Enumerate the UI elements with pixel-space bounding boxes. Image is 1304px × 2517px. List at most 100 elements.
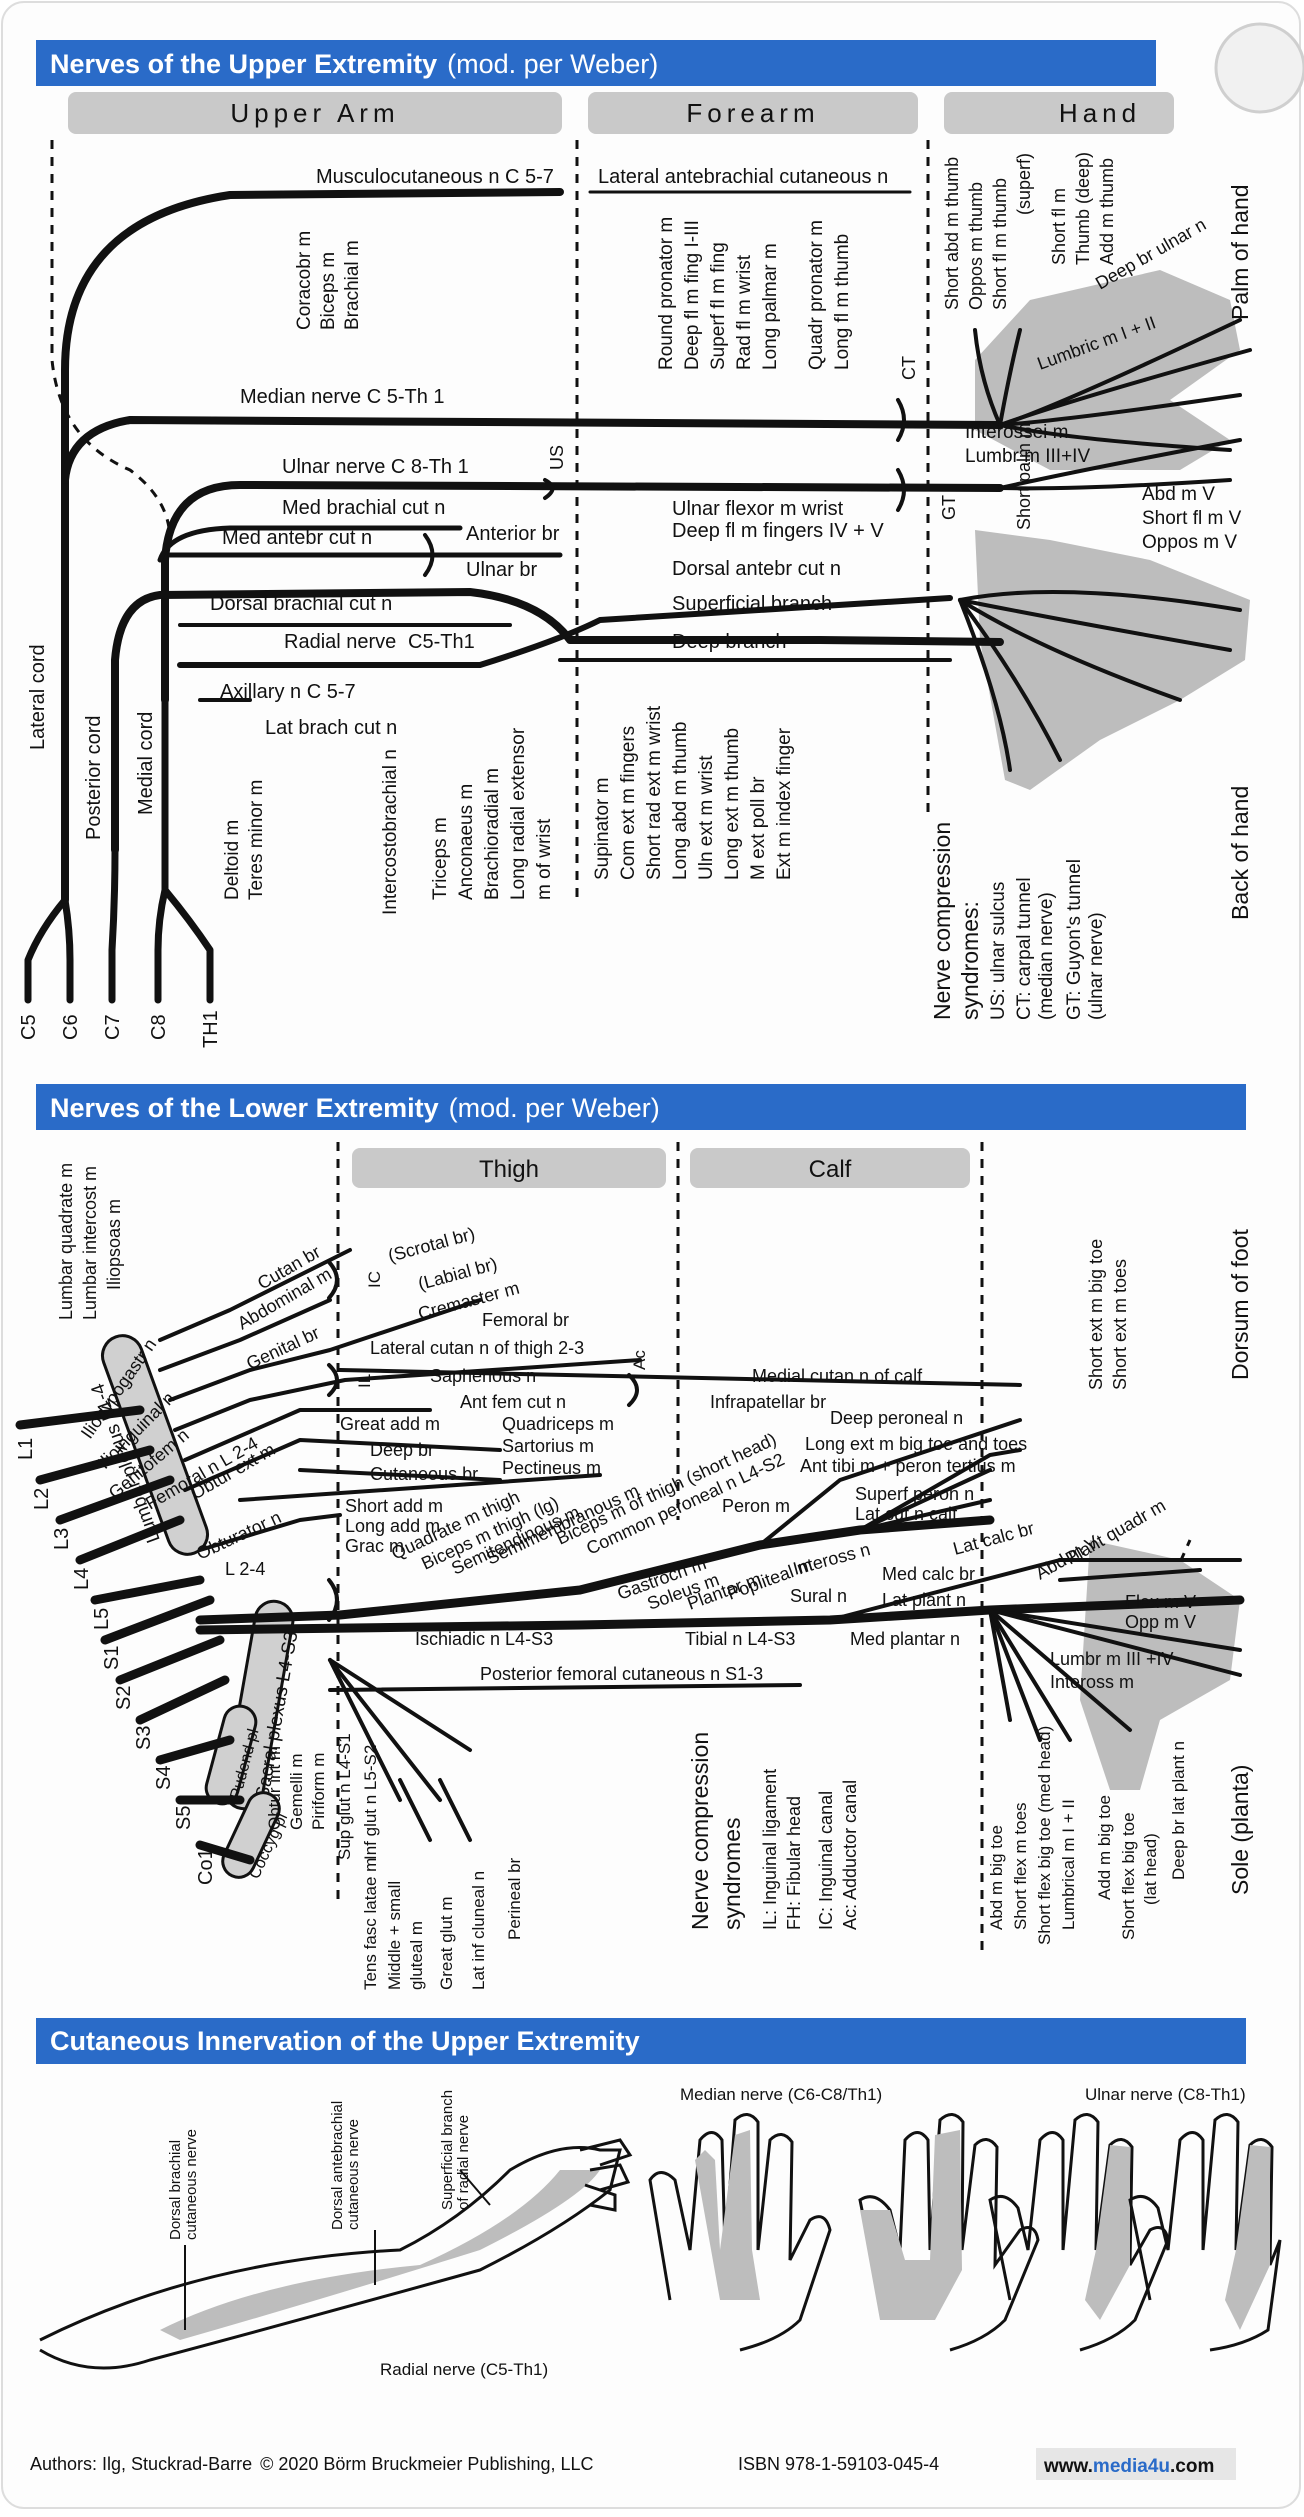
root-th1: TH1 <box>200 1010 222 1048</box>
root-s2: S2 <box>113 1686 135 1710</box>
label-median: Median nerve (C6-C8/Th1) <box>680 2085 882 2104</box>
inf-glut-label: Inf glut n L5-S2 <box>361 1745 380 1860</box>
ct-mark <box>896 398 906 442</box>
medial-cord-label: Medial cord <box>135 712 157 815</box>
deep-fl-fingers-label: Deep fl m fingers IV + V <box>672 520 884 542</box>
root-c6: C6 <box>60 1014 82 1040</box>
footer-url-prefix: www. <box>1043 2456 1093 2477</box>
gt-mark <box>896 468 906 512</box>
dorsal-brachial-label: Dorsal brachial cut n <box>210 593 392 615</box>
muscle-long-fl-thumb: Long fl m thumb <box>832 234 853 370</box>
abd-m-v-label: Abd m V <box>1142 484 1215 505</box>
muscle-abd-big-toe: Abd m big toe <box>987 1825 1006 1930</box>
root-l4: L4 <box>71 1568 93 1590</box>
muscle-short-flex-toes: Short flex m toes <box>1011 1802 1030 1930</box>
med-brachial-label: Med brachial cut n <box>282 497 445 519</box>
peron-m-label: Peron m <box>722 1496 790 1516</box>
short-ext-big-toe-label: Short ext m big toe <box>1086 1239 1106 1390</box>
long-add-label: Long add m <box>345 1516 440 1536</box>
root-s3: S3 <box>133 1726 155 1750</box>
root-co1: Co1 <box>195 1848 217 1885</box>
muscle-thumb-deep: Thumb (deep) <box>1073 152 1093 265</box>
region-calf-label: Calf <box>809 1156 852 1183</box>
upper-arm-muscles: Coracobr m Biceps m Brachial m <box>294 231 363 330</box>
med-brachial-path <box>157 525 463 563</box>
muscle-short-rad-ext: Short rad ext m wrist <box>644 705 665 880</box>
posterior-cord-label: Posterior cord <box>83 716 105 841</box>
med-antebr-label: Med antebr cut n <box>222 527 372 549</box>
anterior-br-mark <box>423 533 435 577</box>
hand-ulnar-muscles: Short fl m Thumb (deep) Add m thumb <box>1049 152 1117 265</box>
lateral-cord-musculocut <box>61 188 564 904</box>
muscle-lat-head: (lat head) <box>1141 1833 1160 1905</box>
deep-branch-muscles: Supinator m Com ext m fingers Short rad … <box>592 705 795 880</box>
region-thigh-label: Thigh <box>479 1156 539 1183</box>
root-l5: L5 <box>91 1608 113 1630</box>
dorsum-label: Dorsum of foot <box>1227 1229 1253 1380</box>
calf-branches <box>328 1418 1242 1842</box>
upper-header: Nerves of the Upper Extremity(mod. per W… <box>50 49 658 79</box>
deep-branch-label: Deep branch <box>672 631 787 653</box>
sup-glut-label: Sup glut n L4-S1 <box>335 1733 354 1860</box>
root-th1-path <box>161 886 214 1004</box>
region-forearm <box>588 92 918 134</box>
arm-fingers <box>579 2138 633 2212</box>
short-palm-label: Short palm m <box>1014 423 1034 530</box>
region-hand <box>944 92 1174 134</box>
gluteal-muscles: Tens fasc latae m Middle + small gluteal… <box>361 1857 524 1990</box>
infrapatellar-label: Infrapatellar br <box>710 1392 826 1412</box>
muscle-gemelli: Gemelli m <box>287 1753 306 1830</box>
muscle-oppos-thumb: Oppos m thumb <box>966 182 986 310</box>
muscle-uln-ext-wrist: Uln ext m wrist <box>696 755 717 880</box>
hand-median-back <box>858 2113 1040 2352</box>
interossei-label: Interossei m <box>965 422 1068 443</box>
muscle-middle-small: Middle + small <box>385 1881 404 1990</box>
opp-v-label: Opp m V <box>1125 1612 1196 1632</box>
lower-roots <box>15 1405 255 1865</box>
median-nerve-path <box>61 416 1004 484</box>
lat-cut-calf-label: Lat cut n calf <box>855 1504 958 1524</box>
muscle-short-fl: Short fl m <box>1049 188 1069 265</box>
med-calc-label: Med calc br <box>882 1564 975 1584</box>
muscle-great-glut: Great glut m <box>437 1896 456 1990</box>
muscle-quadr-pronator: Quadr pronator m <box>806 220 827 370</box>
deep-br-lat-plant-label: Deep br lat plant n <box>1169 1741 1188 1880</box>
lower-header: Nerves of the Lower Extremity(mod. per W… <box>50 1093 660 1123</box>
muscle-lumbar-quadrate: Lumbar quadrate m <box>56 1163 76 1320</box>
upper-compression-ct: CT: carpal tunnel <box>1014 877 1035 1020</box>
sacral-muscles: Obtur int m Gemelli m Piriform m Sup glu… <box>265 1733 380 1860</box>
lumbr-3-4-label: Lumbr m III +IV <box>1050 1649 1174 1669</box>
lat-cutan-thigh-label: Lateral cutan n of thigh 2-3 <box>370 1338 584 1358</box>
root-c7: C7 <box>102 1014 124 1040</box>
footer-url-brand: media4u <box>1093 2456 1170 2477</box>
hand-fan-back <box>958 590 1242 772</box>
lower-mark-ic <box>327 1260 339 1300</box>
sartorius-label: Sartorius m <box>502 1436 594 1456</box>
lumbr-3-4-label: Lumbr m III+IV <box>965 446 1090 467</box>
axillary-muscles: Deltoid m Teres minor m <box>222 780 267 900</box>
lateral-cord-label: Lateral cord <box>27 644 49 750</box>
femoral-br-label: Femoral br <box>482 1310 569 1330</box>
lat-plant-label: Lat plant n <box>882 1590 966 1610</box>
arm-radial-shade <box>160 2170 600 2340</box>
region-forearm-label: Forearm <box>686 98 819 128</box>
footer-url-box <box>1036 2448 1236 2480</box>
root-c5: C5 <box>18 1014 40 1040</box>
muscle-obtur-int: Obtur int m <box>265 1746 284 1830</box>
label-superficial-radial: Superficial branch of radial nerve <box>440 2090 472 2210</box>
label-ulnar: Ulnar nerve (C8-Th1) <box>1085 2085 1246 2104</box>
footer-text: Authors: Ilg, Stuckrad-Barre© 2020 Börm … <box>30 2454 939 2474</box>
leader-superficial-radial <box>459 2169 491 2206</box>
back-label: Back of hand <box>1227 786 1253 920</box>
muscle-brachioradial: Brachioradial m <box>482 768 503 900</box>
median-label: Median nerve C 5-Th 1 <box>240 386 445 408</box>
intercostobrachial-label: Intercostobrachial n <box>380 749 401 915</box>
label-dorsal-antebr: Dorsal antebrachial cutaneous nerve <box>330 2101 362 2230</box>
footer-authors: Authors: Ilg, Stuckrad-Barre <box>30 2454 252 2474</box>
radial-label: Radial nerve <box>284 631 396 653</box>
sole-muscles: Abd m big toe Short flex m toes Short fl… <box>987 1726 1188 1945</box>
footer-url[interactable]: www.media4u.com <box>1043 2456 1214 2477</box>
muscle-short-flex-lat: Short flex big toe <box>1119 1812 1138 1940</box>
root-c8: C8 <box>148 1014 170 1040</box>
ischiadic-label: Ischiadic n L4-S3 <box>415 1629 553 1649</box>
